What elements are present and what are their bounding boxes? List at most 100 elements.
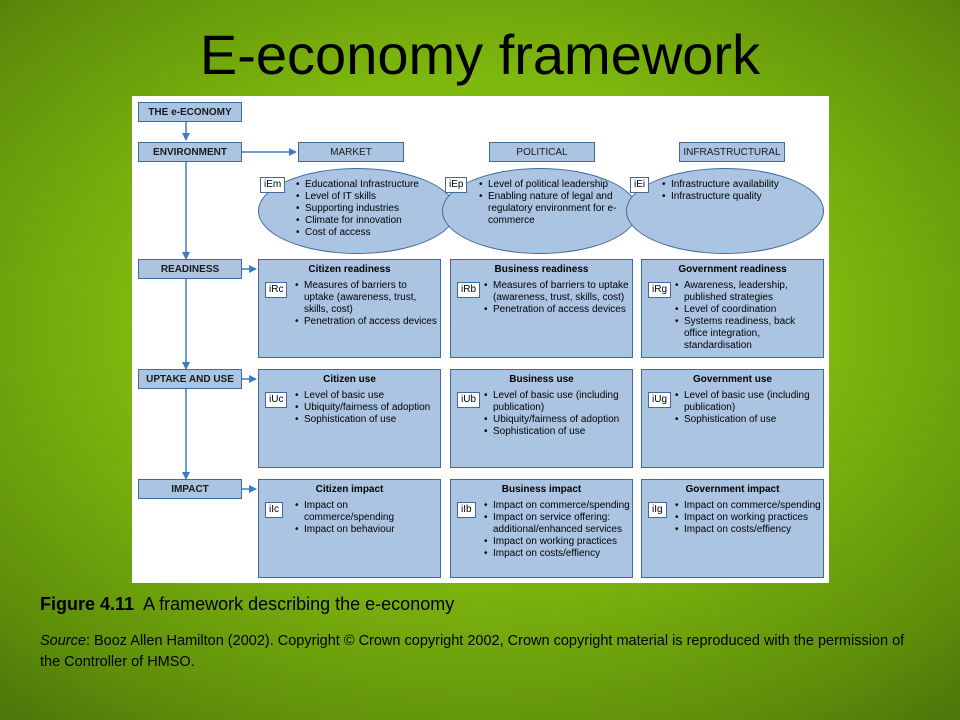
list-item: Measures of barriers to uptake (awarenes… bbox=[484, 280, 629, 304]
impact-government-box: Government impact iIg Impact on commerce… bbox=[641, 479, 824, 578]
column-market-text: MARKET bbox=[330, 146, 372, 158]
environment-infrastructural-list: Infrastructure availability Infrastructu… bbox=[662, 179, 812, 203]
list-item: Awareness, leadership, published strateg… bbox=[675, 280, 821, 304]
figure-caption: Figure 4.11 A framework describing the e… bbox=[40, 594, 454, 615]
connector-arrows bbox=[182, 122, 297, 493]
stage-impact: IMPACT bbox=[138, 479, 242, 499]
uptake-business-box: Business use iUb Level of basic use (inc… bbox=[450, 369, 633, 468]
environment-political-list: Level of political leadership Enabling n… bbox=[479, 179, 627, 227]
readiness-citizen-box: Citizen readiness iRc Measures of barrie… bbox=[258, 259, 441, 358]
code-iIb: iIb bbox=[457, 502, 476, 518]
column-infrastructural-text: INFRASTRUCTURAL bbox=[683, 146, 781, 158]
box-title: Government readiness bbox=[678, 264, 787, 275]
code-iRc: iRc bbox=[265, 282, 288, 298]
list-item: Level of IT skills bbox=[296, 191, 436, 203]
impact-business-list: Impact on commerce/spending Impact on se… bbox=[484, 500, 632, 560]
stage-uptake: UPTAKE AND USE bbox=[138, 369, 242, 389]
list-item: Level of political leadership bbox=[479, 179, 627, 191]
code-iEm: iEm bbox=[260, 177, 286, 193]
list-item: Level of basic use (including publicatio… bbox=[675, 390, 815, 414]
list-item: Supporting industries bbox=[296, 203, 436, 215]
list-item: Impact on commerce/spending bbox=[295, 500, 415, 524]
impact-business-box: Business impact iIb Impact on commerce/s… bbox=[450, 479, 633, 578]
column-market: MARKET bbox=[298, 142, 404, 162]
code-iRb: iRb bbox=[457, 282, 481, 298]
e-economy-framework-diagram: THE e-ECONOMY ENVIRONMENT READINESS UPTA… bbox=[132, 96, 829, 583]
uptake-government-box: Government use iUg Level of basic use (i… bbox=[641, 369, 824, 468]
list-item: Climate for innovation bbox=[296, 215, 436, 227]
box-title: Citizen readiness bbox=[308, 264, 391, 275]
list-item: Level of coordination bbox=[675, 304, 821, 316]
stage-impact-text: IMPACT bbox=[171, 483, 209, 495]
code-iUb: iUb bbox=[457, 392, 481, 408]
stage-environment: ENVIRONMENT bbox=[138, 142, 242, 162]
list-item: Level of basic use bbox=[295, 390, 437, 402]
list-item: Impact on costs/effiency bbox=[675, 524, 823, 536]
box-title: Government impact bbox=[685, 484, 780, 495]
readiness-government-list: Awareness, leadership, published strateg… bbox=[675, 280, 821, 352]
readiness-government-box: Government readiness iRg Awareness, lead… bbox=[641, 259, 824, 358]
impact-citizen-box: Citizen impact iIc Impact on commerce/sp… bbox=[258, 479, 441, 578]
impact-government-list: Impact on commerce/spending Impact on wo… bbox=[675, 500, 823, 536]
box-title: Business impact bbox=[501, 484, 582, 495]
list-item: Enabling nature of legal and regulatory … bbox=[479, 191, 627, 227]
list-item: Educational Infrastructure bbox=[296, 179, 436, 191]
list-item: Impact on commerce/spending bbox=[484, 500, 632, 512]
code-iUg: iUg bbox=[648, 392, 672, 408]
column-infrastructural: INFRASTRUCTURAL bbox=[679, 142, 785, 162]
box-title: Business use bbox=[509, 374, 574, 385]
code-iEp: iEp bbox=[445, 177, 468, 193]
source-label: Source bbox=[40, 633, 86, 649]
stage-uptake-text: UPTAKE AND USE bbox=[146, 373, 234, 385]
readiness-business-list: Measures of barriers to uptake (awarenes… bbox=[484, 280, 629, 316]
box-title: Government use bbox=[693, 374, 772, 385]
box-title: Citizen impact bbox=[315, 484, 384, 495]
list-item: Ubiquity/fairness of adoption bbox=[484, 414, 624, 426]
list-item: Impact on service offering: additional/e… bbox=[484, 512, 632, 536]
code-iRg: iRg bbox=[648, 282, 672, 298]
uptake-business-list: Level of basic use (including publicatio… bbox=[484, 390, 624, 438]
list-item: Ubiquity/fairness of adoption bbox=[295, 402, 437, 414]
slide-title: E-economy framework bbox=[199, 23, 761, 86]
figure-source: Source: Booz Allen Hamilton (2002). Copy… bbox=[40, 631, 920, 673]
list-item: Sophistication of use bbox=[484, 426, 624, 438]
readiness-business-box: Business readiness iRb Measures of barri… bbox=[450, 259, 633, 358]
list-item: Impact on costs/effiency bbox=[484, 548, 632, 560]
list-item: Cost of access bbox=[296, 227, 436, 239]
figure-caption-label: Figure 4.11 bbox=[40, 594, 135, 614]
column-political-text: POLITICAL bbox=[516, 146, 568, 158]
list-item: Impact on working practices bbox=[675, 512, 823, 524]
uptake-citizen-box: Citizen use iUc Level of basic use Ubiqu… bbox=[258, 369, 441, 468]
code-iEi: iEi bbox=[630, 177, 650, 193]
list-item: Infrastructure availability bbox=[662, 179, 812, 191]
stage-readiness: READINESS bbox=[138, 259, 242, 279]
root-label: THE e-ECONOMY bbox=[138, 102, 242, 122]
stage-readiness-text: READINESS bbox=[160, 263, 220, 275]
list-item: Systems readiness, back office integrati… bbox=[675, 316, 821, 352]
impact-citizen-list: Impact on commerce/spending Impact on be… bbox=[295, 500, 415, 536]
code-iIg: iIg bbox=[648, 502, 667, 518]
list-item: Penetration of access devices bbox=[484, 304, 629, 316]
list-item: Penetration of access devices bbox=[295, 316, 437, 328]
column-political: POLITICAL bbox=[489, 142, 595, 162]
code-iIc: iIc bbox=[265, 502, 283, 518]
box-title: Business readiness bbox=[494, 264, 589, 275]
list-item: Impact on working practices bbox=[484, 536, 632, 548]
list-item: Measures of barriers to uptake (awarenes… bbox=[295, 280, 437, 316]
uptake-government-list: Level of basic use (including publicatio… bbox=[675, 390, 815, 426]
uptake-citizen-list: Level of basic use Ubiquity/fairness of … bbox=[295, 390, 437, 426]
source-text: : Booz Allen Hamilton (2002). Copyright … bbox=[40, 633, 905, 670]
figure-caption-text: A framework describing the e-economy bbox=[143, 594, 455, 614]
code-iUc: iUc bbox=[265, 392, 288, 408]
list-item: Level of basic use (including publicatio… bbox=[484, 390, 624, 414]
stage-environment-text: ENVIRONMENT bbox=[153, 146, 227, 158]
readiness-citizen-list: Measures of barriers to uptake (awarenes… bbox=[295, 280, 437, 328]
list-item: Sophistication of use bbox=[295, 414, 437, 426]
environment-market-list: Educational Infrastructure Level of IT s… bbox=[296, 179, 436, 239]
list-item: Infrastructure quality bbox=[662, 191, 812, 203]
box-title: Citizen use bbox=[323, 374, 376, 385]
list-item: Impact on commerce/spending bbox=[675, 500, 823, 512]
list-item: Sophistication of use bbox=[675, 414, 815, 426]
root-label-text: THE e-ECONOMY bbox=[148, 106, 232, 118]
list-item: Impact on behaviour bbox=[295, 524, 415, 536]
